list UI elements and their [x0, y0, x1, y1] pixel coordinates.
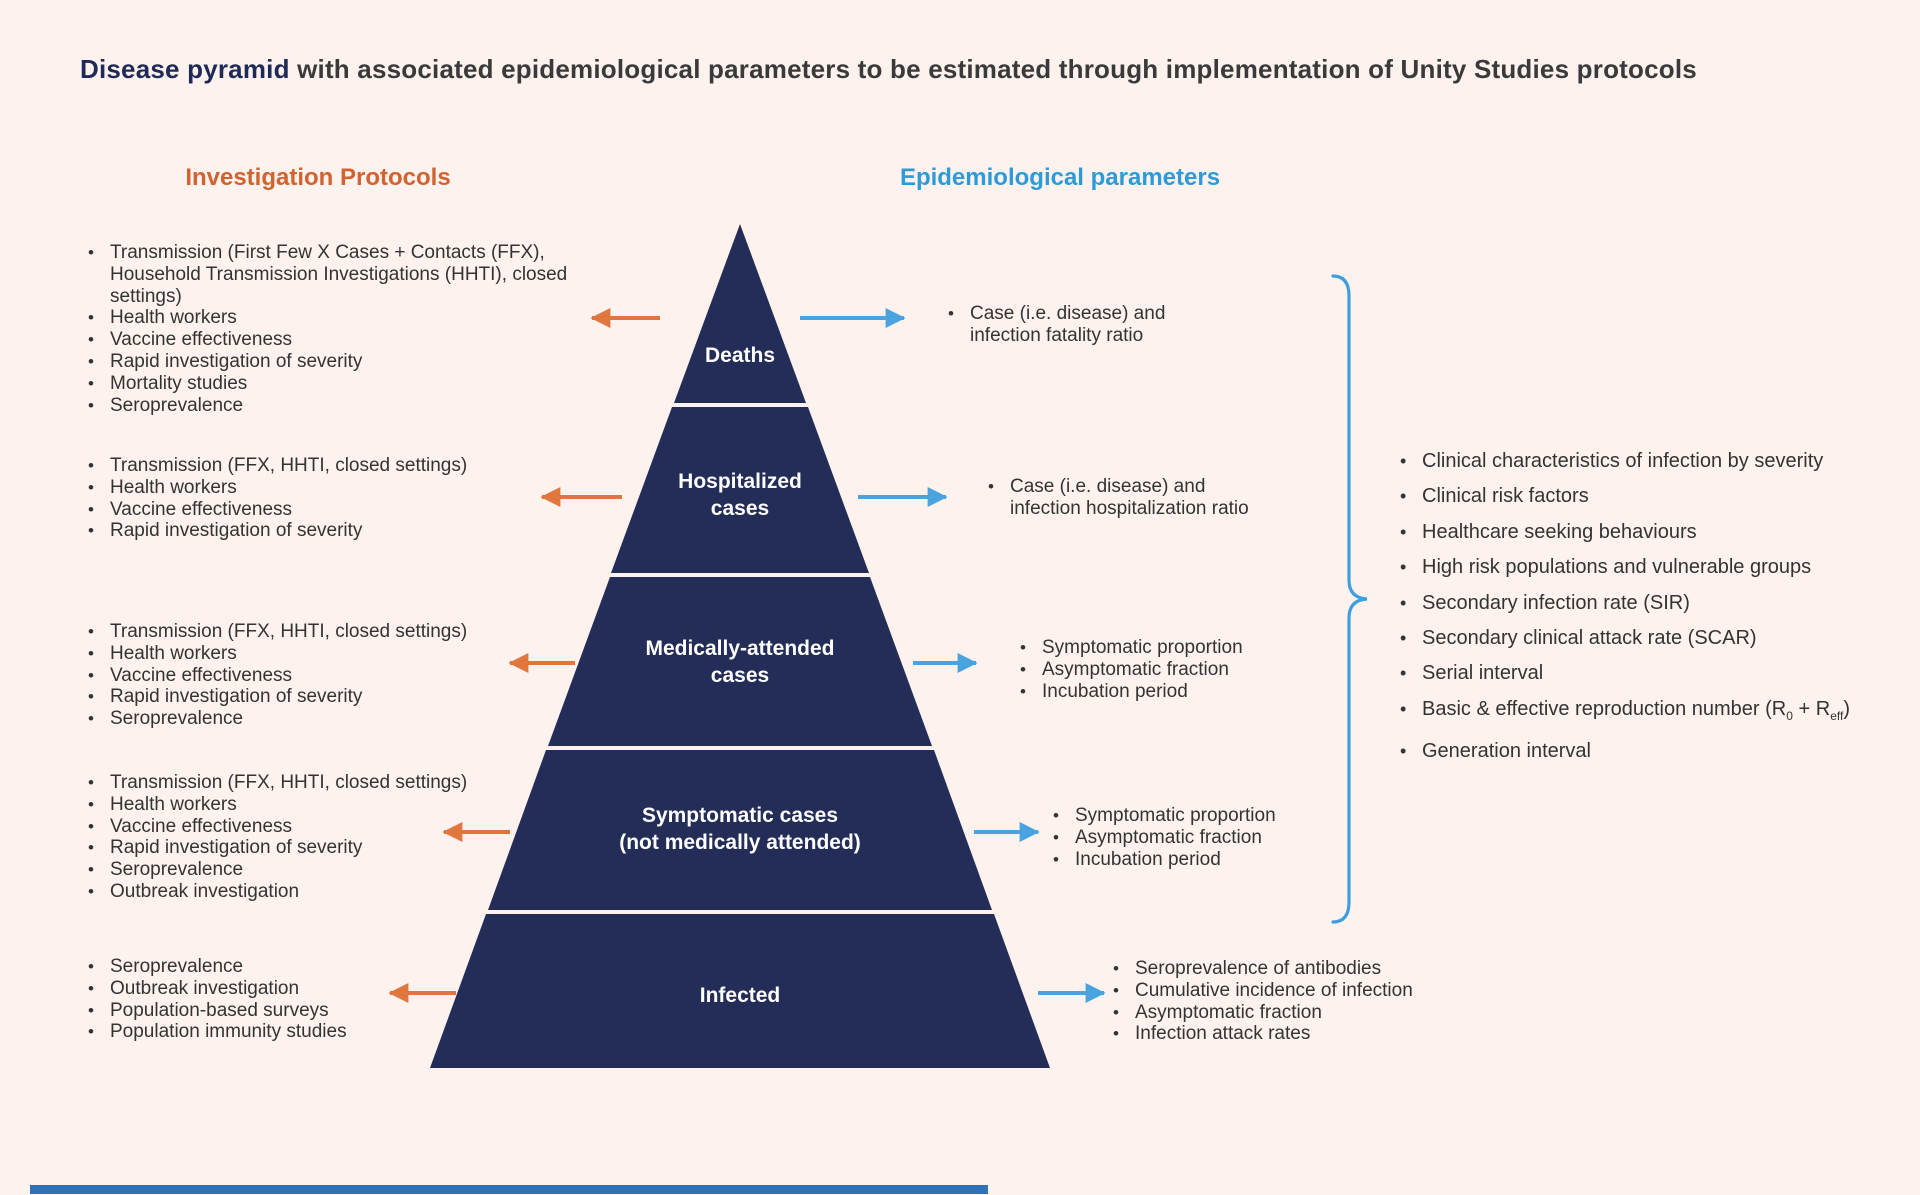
parameters-list-symptomatic: Symptomatic proportion Asymptomatic frac…: [1045, 805, 1365, 870]
pyramid-label-symptomatic: Symptomatic cases (not medically attende…: [619, 804, 861, 854]
reproduction-close: ): [1843, 697, 1850, 720]
investigation-list-symptomatic: Transmission (FFX, HHTI, closed settings…: [80, 772, 570, 903]
list-item: Health workers: [80, 477, 570, 499]
list-item: Symptomatic proportion: [1012, 637, 1332, 659]
list-item: Asymptomatic fraction: [1105, 1002, 1445, 1024]
list-item: Healthcare seeking behaviours: [1392, 515, 1902, 551]
investigation-list-medically-attended: Transmission (FFX, HHTI, closed settings…: [80, 621, 570, 730]
reproduction-sub-basic: 0: [1786, 708, 1793, 723]
list-item: Rapid investigation of severity: [80, 520, 570, 542]
pyramid-label-medically-attended: Medically-attended cases: [645, 637, 835, 687]
title-highlight: Disease pyramid: [80, 54, 290, 84]
pyramid-label-deaths: Deaths: [704, 344, 776, 367]
list-item: Seroprevalence: [80, 708, 570, 730]
pyramid-level-symptomatic-shape: [488, 750, 992, 910]
parameters-list-infected: Seroprevalence of antibodies Cumulative …: [1105, 958, 1445, 1045]
shared-parameters-list: Clinical characteristics of infection by…: [1392, 444, 1902, 770]
list-item: Infection attack rates: [1105, 1023, 1445, 1045]
list-item: Mortality studies: [80, 373, 570, 395]
list-item: Rapid investigation of severity: [80, 686, 570, 708]
pyramid-label-hospitalized: Hospitalized cases: [678, 470, 802, 520]
list-item: Transmission (FFX, HHTI, closed settings…: [80, 455, 570, 477]
list-item: Rapid investigation of severity: [80, 351, 570, 373]
parameters-list-medically-attended: Symptomatic proportion Asymptomatic frac…: [1012, 637, 1332, 702]
list-item: Seroprevalence: [80, 956, 570, 978]
parameters-list-hospitalized: Case (i.e. disease) and infection hospit…: [980, 476, 1280, 520]
title-rest: with associated epidemiological paramete…: [289, 54, 1697, 84]
list-item reproduction-number-item: Basic & effective reproduction number (R…: [1392, 692, 1902, 734]
list-item: Secondary clinical attack rate (SCAR): [1392, 621, 1902, 657]
list-item: High risk populations and vulnerable gro…: [1392, 550, 1902, 586]
list-item: Health workers: [80, 794, 570, 816]
reproduction-sub-effective: eff: [1830, 708, 1844, 723]
pyramid-level-deaths-shape: [674, 224, 806, 403]
list-item: Case (i.e. disease) and infection hospit…: [980, 476, 1280, 520]
footer-accent-bar: [30, 1185, 988, 1194]
page-title: Disease pyramid with associated epidemio…: [80, 54, 1840, 85]
curly-brace: [1331, 274, 1368, 924]
list-item: Case (i.e. disease) and infection fatali…: [940, 303, 1200, 347]
list-item: Secondary infection rate (SIR): [1392, 586, 1902, 622]
list-item: Outbreak investigation: [80, 978, 570, 1000]
list-item: Seroprevalence of antibodies: [1105, 958, 1445, 980]
list-item: Incubation period: [1012, 681, 1332, 703]
list-item: Vaccine effectiveness: [80, 329, 570, 351]
pyramid-label-infected: Infected: [699, 984, 781, 1007]
epidemiological-parameters-header: Epidemiological parameters: [899, 164, 1221, 191]
list-item: Clinical characteristics of infection by…: [1392, 444, 1902, 480]
list-item: Cumulative incidence of infection: [1105, 980, 1445, 1002]
reproduction-mid: + R: [1792, 697, 1831, 720]
investigation-list-deaths: Transmission (First Few X Cases + Contac…: [80, 242, 570, 416]
list-item: Health workers: [80, 307, 570, 329]
list-item: Asymptomatic fraction: [1012, 659, 1332, 681]
list-item: Population immunity studies: [80, 1021, 570, 1043]
investigation-list-infected: Seroprevalence Outbreak investigation Po…: [80, 956, 570, 1043]
list-item: Seroprevalence: [80, 395, 570, 417]
list-item: Symptomatic proportion: [1045, 805, 1365, 827]
list-item: Serial interval: [1392, 656, 1902, 692]
list-item: Rapid investigation of severity: [80, 837, 570, 859]
list-item: Seroprevalence: [80, 859, 570, 881]
pyramid-level-infected-shape: [430, 914, 1050, 1068]
list-item: Vaccine effectiveness: [80, 665, 570, 687]
parameters-list-deaths: Case (i.e. disease) and infection fatali…: [940, 303, 1200, 347]
list-item: Generation interval: [1392, 734, 1902, 770]
list-item: Health workers: [80, 643, 570, 665]
list-item: Outbreak investigation: [80, 881, 570, 903]
reproduction-prefix: Basic & effective reproduction number (R: [1422, 697, 1787, 720]
list-item: Transmission (First Few X Cases + Contac…: [80, 242, 570, 307]
list-item: Vaccine effectiveness: [80, 499, 570, 521]
investigation-list-hospitalized: Transmission (FFX, HHTI, closed settings…: [80, 455, 570, 542]
list-item: Asymptomatic fraction: [1045, 827, 1365, 849]
pyramid-level-medically-attended-shape: [548, 577, 932, 746]
list-item: Transmission (FFX, HHTI, closed settings…: [80, 621, 570, 643]
list-item: Transmission (FFX, HHTI, closed settings…: [80, 772, 570, 794]
pyramid-level-hospitalized-shape: [611, 407, 869, 573]
list-item: Incubation period: [1045, 849, 1365, 871]
list-item: Clinical risk factors: [1392, 479, 1902, 515]
list-item: Vaccine effectiveness: [80, 816, 570, 838]
list-item: Population-based surveys: [80, 1000, 570, 1022]
investigation-protocols-header: Investigation Protocols: [185, 164, 451, 191]
